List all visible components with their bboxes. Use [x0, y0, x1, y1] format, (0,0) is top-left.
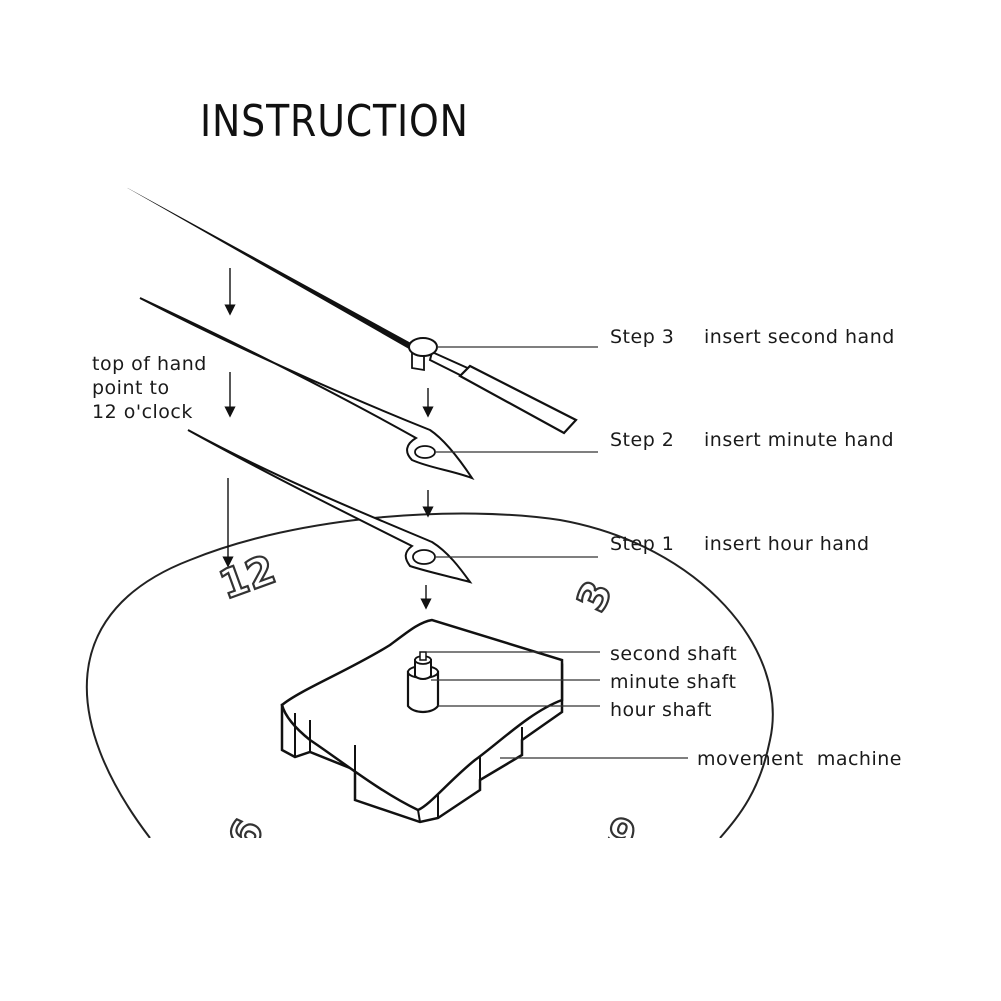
hour-shaft-label: hour shaft	[610, 699, 712, 721]
movement-machine-label: movement machine	[697, 748, 902, 770]
note-line: 12 o'clock	[92, 401, 193, 423]
second-hand	[124, 186, 578, 435]
step3-label: Step 3	[610, 326, 675, 348]
note-line: point to	[92, 377, 170, 399]
shafts	[406, 651, 440, 714]
movement-machine	[280, 618, 564, 824]
note-line: top of hand	[92, 353, 207, 375]
step2-label: Step 2	[610, 429, 675, 451]
step3-action: insert second hand	[704, 326, 895, 348]
minute-shaft-label: minute shaft	[610, 671, 737, 693]
step2-action: insert minute hand	[704, 429, 895, 451]
step1-label: Step 1	[610, 533, 675, 555]
second-shaft-label: second shaft	[610, 643, 738, 665]
alignment-note: top of hand point to 12 o'clock	[92, 352, 207, 424]
dial-number-12: 12	[214, 547, 282, 609]
hour-hand	[187, 429, 473, 584]
step1-action: insert hour hand	[704, 533, 870, 555]
clock-dial-outline	[85, 512, 774, 839]
diagram-title: INSTRUCTION	[200, 96, 469, 147]
dial-number-3: 3	[568, 574, 621, 619]
